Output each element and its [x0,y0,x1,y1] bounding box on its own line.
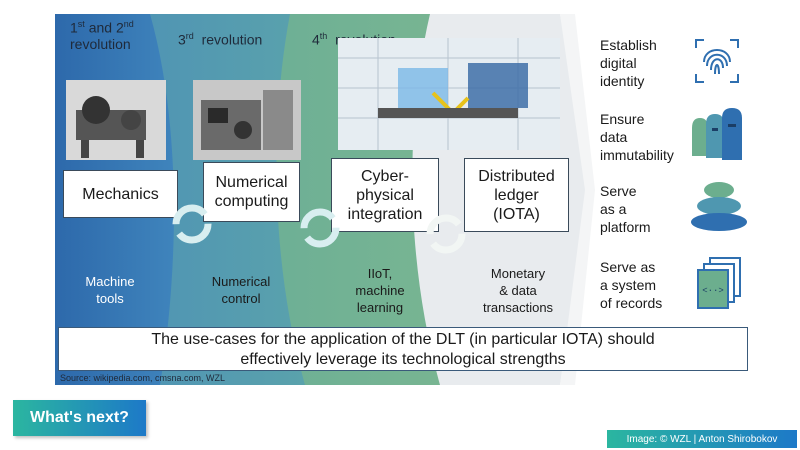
box-mechanics: Mechanics [63,170,178,218]
cycle-arrows-icon [172,204,212,244]
numerical-machine-photo [193,80,301,160]
caption-box: The use-cases for the application of the… [58,327,748,371]
moai-statues-icon [692,108,742,160]
image-credit: Image: © WZL | Anton Shirobokov [607,430,797,448]
mechanical-machine-photo [66,80,166,160]
whats-next-button[interactable]: What's next? [13,400,146,436]
fingerprint-icon [695,39,739,83]
caption-line-2: effectively leverage its technological s… [240,351,566,368]
source-note: Source: wikipedia.com, cmsna.com, WZL [60,373,226,383]
cycle-arrows-icon [426,214,466,254]
revolution-header-1: 1st and 2nd revolution [70,19,134,52]
cycle-arrows-icon [300,208,340,248]
caption-line-1: The use-cases for the application of the… [151,331,655,348]
svg-text:<··>: <··> [702,286,724,296]
revolution-header-3: 3rd revolution [178,31,263,48]
documents-icon: <··> [697,257,741,309]
cyber-physical-system-photo [338,38,560,150]
stacked-stones-icon [691,182,747,231]
